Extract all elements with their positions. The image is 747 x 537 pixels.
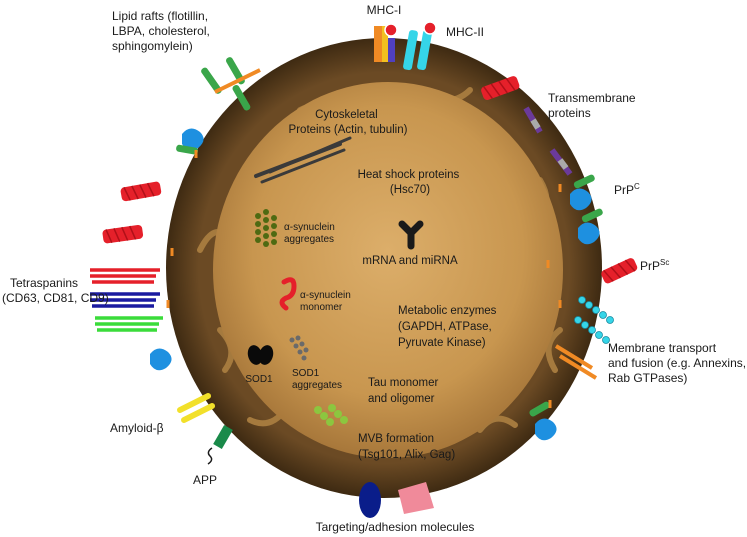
sod1-icon [247,345,274,365]
lipid-raft-proteins [201,57,261,111]
membrane-transport-beads [554,296,614,380]
mrna-label: mRNA and miRNA [362,255,458,267]
asyn-monomer-label: α-synuclein monomer [300,290,354,313]
tau-oligomers [314,404,348,426]
tau-label: Tau monomer and oligomer [368,377,442,405]
mhc1-molecule [374,23,398,62]
amyloid-label: Amyloid-β [110,421,164,435]
app-label: APP [193,473,217,487]
red-helix-proteins [102,76,638,284]
amyloid-beta [177,393,215,423]
vesicle [166,38,602,498]
prpc-label: PrPC [614,182,640,197]
mhc2-molecule [403,21,437,71]
membrane-transport-label: Membrane transport and fusion (e.g. Anne… [608,341,747,385]
tetraspanins [90,268,163,332]
prpsc-label: PrPSc [640,258,669,273]
transmembrane-label: Transmembrane proteins [548,91,639,120]
vesicle-lumen [213,82,563,458]
targeting-label: Targeting/adhesion molecules [316,520,475,534]
sod1-label: SOD1 [245,374,273,385]
targeting-molecules [359,482,434,518]
lipid-rafts-label: Lipid rafts (flotillin, LBPA, cholestero… [112,9,213,53]
mhc2-label: MHC-II [446,25,484,39]
asyn-monomer [279,277,297,311]
app-protein [207,424,233,465]
sod1-aggregates-label: SOD1 aggregates [292,368,342,391]
asyn-aggregates [255,209,277,247]
membrane-anchors [166,150,562,408]
asyn-aggregates-label: α-synuclein aggregates [284,222,338,245]
heat-shock-label: Heat shock proteins (Hsc70) [358,169,463,196]
metabolic-label: Metabolic enzymes (GAPDH, ATPase, Pyruva… [398,305,500,349]
transmembrane-proteins [523,106,573,176]
mvb-label: MVB formation (Tsg101, Alix, Gag) [358,433,455,461]
cytoskeleton-filaments [254,136,352,184]
mhc1-label: MHC-I [367,3,402,17]
tetraspanins-label: Tetraspanins (CD63, CD81, CD9) [2,276,109,305]
prpc-complexes [150,128,603,441]
mrna-icon [398,220,424,250]
cytoskeletal-label: Cytoskeletal Proteins (Actin, tubulin) [289,109,408,136]
sod1-aggregates [289,335,309,361]
